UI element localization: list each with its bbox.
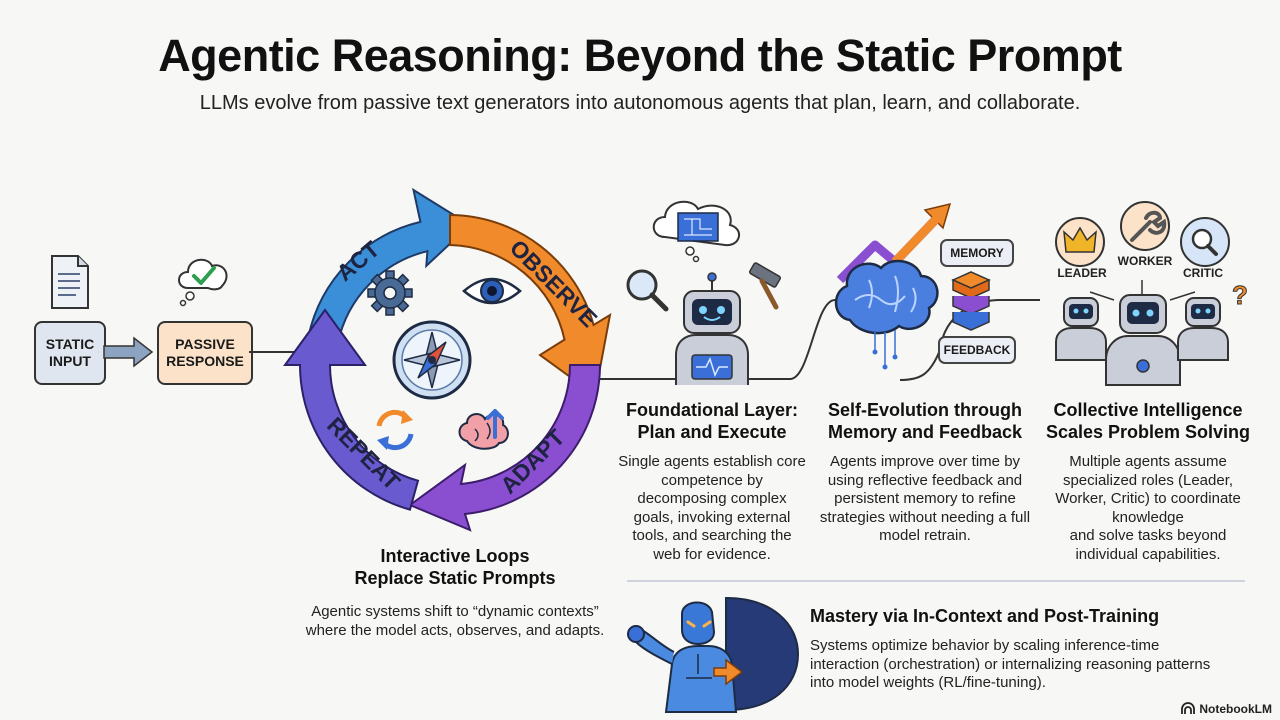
brand-label: NotebookLM bbox=[1199, 702, 1272, 716]
collective-body: Multiple agents assume specialized roles… bbox=[1055, 453, 1241, 563]
robot-icon bbox=[1055, 297, 1107, 361]
superhero-icon bbox=[627, 596, 800, 713]
mastery-title: Mastery via In-Context and Post-Training bbox=[810, 606, 1160, 626]
blueprint-icon bbox=[652, 200, 740, 263]
passive-response-label: PASSIVE RESPONSE bbox=[166, 336, 244, 369]
refresh-icon bbox=[376, 409, 414, 451]
self-evolution-body: Agents improve over time by using reflec… bbox=[819, 453, 1031, 544]
robot-icon bbox=[1177, 297, 1229, 361]
role-label-critic: CRITIC bbox=[1183, 266, 1223, 280]
passive-response-box: PASSIVE RESPONSE bbox=[157, 321, 253, 385]
loop-label-observe: OBSERVE bbox=[505, 235, 603, 333]
memory-tag: MEMORY bbox=[940, 239, 1014, 267]
adapt-arrow bbox=[407, 364, 602, 532]
loop-arrows bbox=[283, 187, 612, 532]
brand-watermark: NotebookLM bbox=[1181, 702, 1272, 716]
foundational-body: Single agents establish core competence … bbox=[618, 453, 806, 563]
act-arrow bbox=[307, 187, 472, 345]
interactive-loop-diagram: ACT OBSERVE ADAPT REPEAT bbox=[283, 187, 612, 532]
page-subtitle: LLMs evolve from passive text generators… bbox=[199, 92, 1081, 114]
brain-icon bbox=[834, 259, 939, 370]
database-icon bbox=[951, 271, 991, 331]
observe-arrow bbox=[449, 213, 612, 397]
section-divider bbox=[627, 580, 1245, 582]
loops-body: Agentic systems shift to “dynamic contex… bbox=[305, 603, 605, 639]
check-cloud-icon bbox=[178, 258, 228, 307]
mastery-body: Systems optimize behavior by scaling inf… bbox=[810, 637, 1211, 691]
eye-icon bbox=[462, 277, 522, 305]
notebooklm-logo-icon bbox=[1181, 702, 1196, 714]
growth-arrow-icon bbox=[836, 202, 952, 284]
flow-arrow-icon bbox=[103, 336, 154, 368]
collective-illustration: ? bbox=[1055, 201, 1248, 386]
document-icon bbox=[51, 255, 89, 309]
static-input-label: STATIC INPUT bbox=[45, 336, 95, 369]
magnifier-icon bbox=[1180, 217, 1230, 267]
hammer-icon bbox=[748, 262, 782, 310]
magnifier-icon bbox=[626, 269, 669, 312]
robot-icon bbox=[1105, 294, 1181, 386]
wrench-icon bbox=[1120, 201, 1170, 251]
self-evolution-title: Self-Evolution through Memory and Feedba… bbox=[827, 400, 1023, 442]
foundational-title: Foundational Layer: Plan and Execute bbox=[625, 400, 798, 442]
crown-icon bbox=[1055, 217, 1105, 267]
self-evolution-illustration bbox=[834, 202, 991, 370]
compass-icon bbox=[392, 320, 472, 400]
static-input-box: STATIC INPUT bbox=[34, 321, 106, 385]
gear-icon bbox=[367, 270, 413, 316]
role-label-leader: LEADER bbox=[1057, 266, 1107, 280]
repeat-arrow bbox=[283, 308, 420, 511]
collective-title: Collective Intelligence Scales Problem S… bbox=[1045, 400, 1251, 442]
brain-icon bbox=[458, 409, 509, 450]
role-label-worker: WORKER bbox=[1117, 254, 1173, 268]
robot-icon bbox=[675, 272, 749, 385]
page-title: Agentic Reasoning: Beyond the Static Pro… bbox=[158, 30, 1122, 81]
feedback-tag: FEEDBACK bbox=[938, 336, 1016, 364]
loops-title: Interactive Loops Replace Static Prompts bbox=[354, 546, 556, 588]
question-mark-icon: ? bbox=[1232, 280, 1248, 310]
foundational-illustration bbox=[626, 200, 782, 385]
